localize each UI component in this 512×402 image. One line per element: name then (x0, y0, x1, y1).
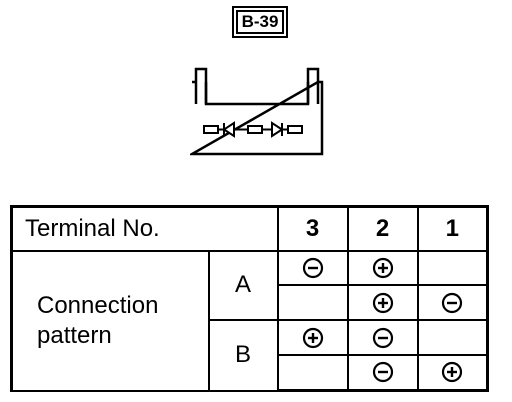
pattern-a-r1-terminal-1 (416, 249, 489, 287)
pattern-b-r1-terminal-2 (346, 319, 419, 356)
pattern-b-row-2 (12, 353, 489, 392)
pattern-b-label: B (207, 319, 279, 392)
pattern-b-r2-terminal-3 (276, 353, 349, 392)
plus-circle-icon (372, 292, 393, 313)
header-row: Terminal No. 3 2 1 (10, 204, 489, 252)
component-badge: B-39 (232, 6, 288, 38)
connection-pattern-label: Connection pattern (10, 249, 210, 392)
terminal-connection-table: Terminal No. 3 2 1 Connection pattern A … (10, 204, 489, 392)
pattern-a-r2-terminal-2 (346, 284, 419, 322)
pattern-b-r2-terminal-1 (416, 353, 489, 392)
connection-pattern-line2: pattern (37, 321, 112, 349)
terminal-2-header: 2 (346, 204, 419, 252)
terminal-1-header: 1 (416, 204, 489, 252)
minus-circle-icon (372, 362, 393, 383)
pattern-a-r1-terminal-2 (346, 249, 419, 287)
pattern-a-r1-terminal-3 (276, 249, 349, 287)
pattern-b-r2-terminal-2 (346, 353, 419, 392)
pattern-a-r2-terminal-1 (416, 284, 489, 322)
terminal-no-header: Terminal No. (10, 204, 279, 252)
component-code: B-39 (235, 10, 285, 34)
minus-circle-icon (442, 292, 463, 313)
pattern-a-row-1: Connection pattern A (10, 249, 489, 392)
pattern-b-r1-terminal-3 (276, 319, 349, 356)
plus-circle-icon (302, 327, 323, 348)
connector-body (190, 80, 324, 156)
pattern-b-row-1: B (12, 319, 489, 392)
pattern-a-label: A (207, 249, 279, 322)
terminal-3-header: 3 (276, 204, 349, 252)
minus-circle-icon (372, 327, 393, 348)
connection-pattern-line1: Connection (37, 291, 159, 319)
minus-circle-icon (302, 257, 323, 279)
left-latch (194, 67, 208, 104)
connector-diagram (190, 67, 324, 156)
pattern-b-r1-terminal-1 (416, 319, 489, 356)
plus-circle-icon (372, 257, 393, 279)
plus-circle-icon (442, 362, 463, 383)
diode-symbols (203, 121, 303, 138)
pattern-a-r2-terminal-3 (276, 284, 349, 322)
pattern-a-row-2 (12, 284, 489, 322)
